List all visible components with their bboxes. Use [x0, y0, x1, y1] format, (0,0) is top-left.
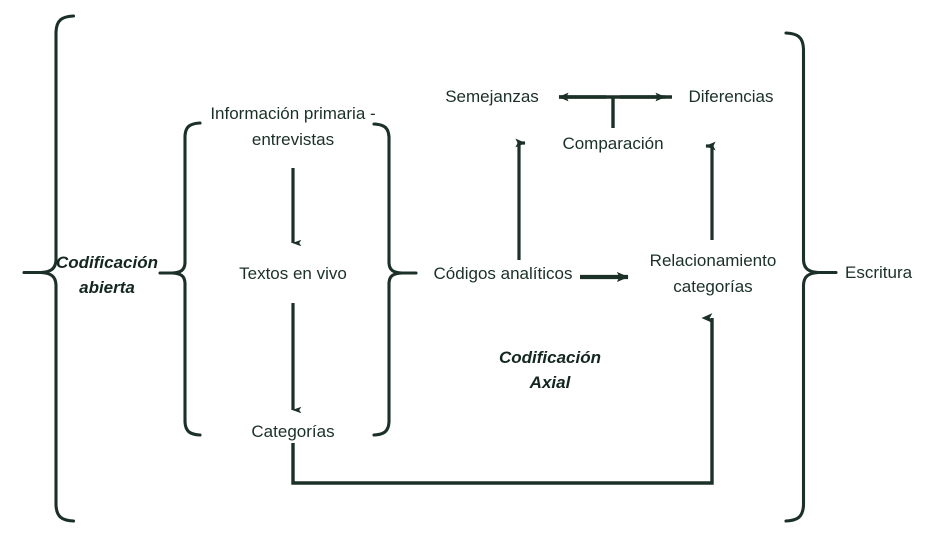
brace-open-coding: [22, 14, 76, 523]
edge-categories-feedback-loop: [291, 313, 714, 485]
edge-relation-to-differences: [705, 141, 716, 240]
node-category-relation: Relacionamiento categorías: [649, 251, 777, 296]
edge-codes-to-similarities: [515, 138, 526, 260]
brace-left-column: [158, 121, 202, 437]
node-primary-information: Información primaria - entrevistas: [210, 104, 376, 149]
node-similarities: Semejanzas: [445, 87, 539, 106]
node-live-texts: Textos en vivo: [239, 264, 347, 283]
node-comparison: Comparación: [562, 134, 664, 153]
node-differences: Diferencias: [688, 87, 774, 106]
phase-label-open-coding: Codificación abierta: [55, 253, 158, 297]
phase-label-writing: Escritura: [845, 263, 913, 282]
phase-label-axial-coding: Codificación Axial: [498, 348, 601, 392]
edge-comparison-double-arrow: [558, 92, 672, 128]
brace-writing: [784, 31, 838, 523]
node-analytic-codes: Códigos analíticos: [433, 264, 573, 283]
node-categories: Categorías: [251, 422, 335, 441]
brace-analytic-codes: [372, 122, 418, 437]
